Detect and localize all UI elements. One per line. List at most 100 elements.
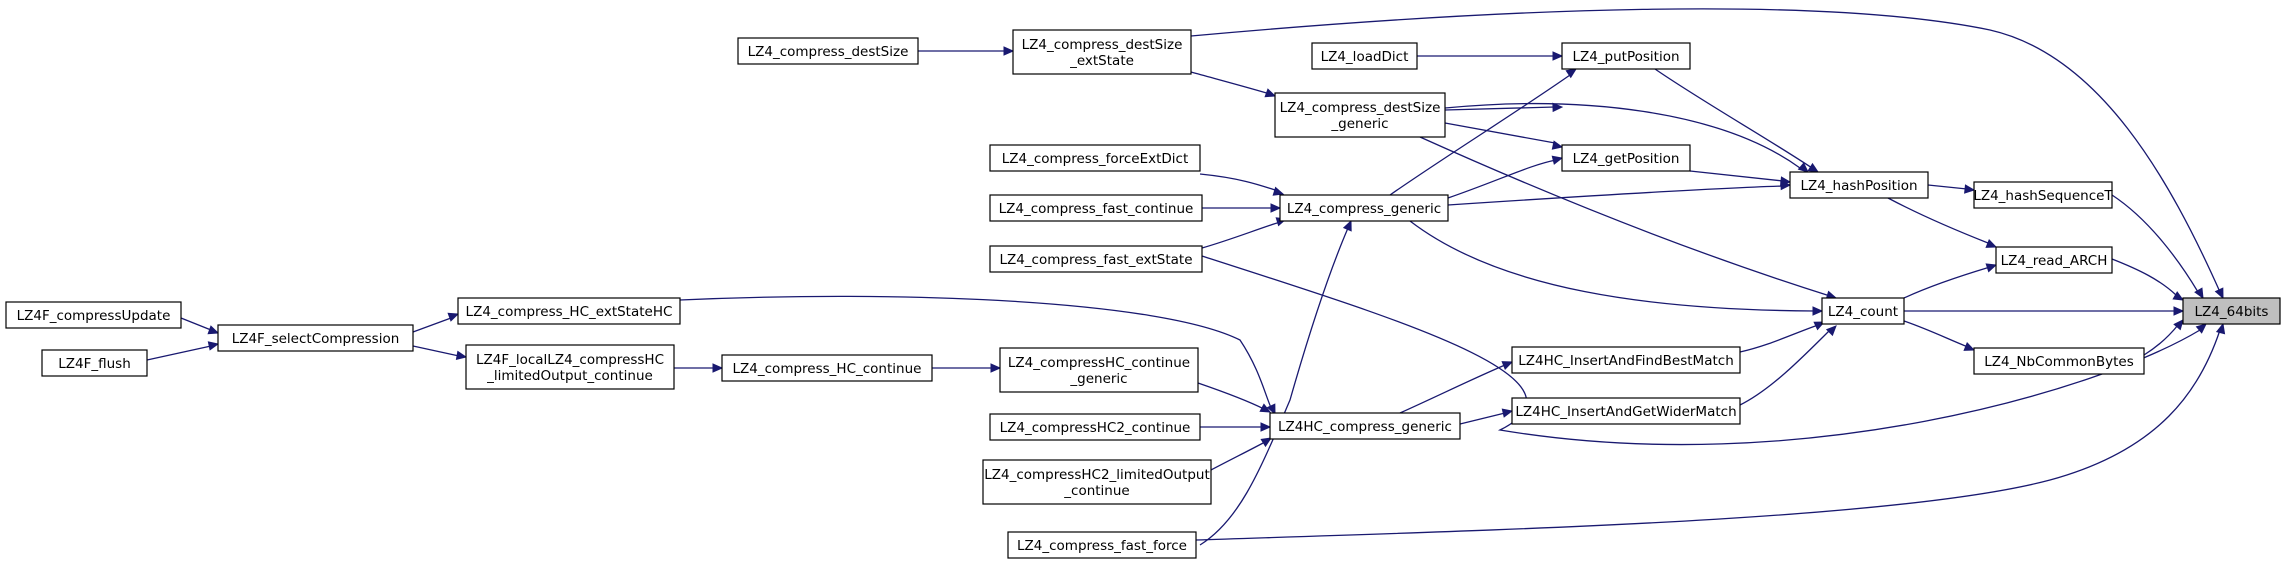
call-edge [1904,306,2185,316]
node-label: LZ4_compressHC2_limitedOutput [984,467,1210,483]
arrowhead-icon [1825,325,1837,337]
node-f-select-compression[interactable]: LZ4F_selectCompression [217,324,414,352]
node-box [1511,346,1741,374]
call-edge [1190,8,2224,300]
node-label: LZ4_compress_HC_extStateHC [466,304,673,320]
node-label: LZ4F_selectCompression [232,331,400,347]
call-graph-edges [146,8,2226,546]
call-edge [674,363,724,373]
node-box [989,245,1203,273]
call-edge [1389,68,1578,196]
call-edge-line [2143,324,2179,356]
node-f-compress-update[interactable]: LZ4F_compressUpdate [5,301,182,329]
arrowhead-icon [1270,203,1282,213]
call-edge [2111,258,2185,301]
node-box [1269,412,1461,440]
arrowhead-icon [1501,361,1514,370]
node-compress-fast-extstate[interactable]: LZ4_compress_fast_extState [989,245,1203,273]
call-edge-line [1201,255,2201,446]
arrowhead-icon [2195,323,2207,334]
node-compress-force-extdict[interactable]: LZ4_compress_forceExtDict [989,144,1201,172]
node-box [989,413,1201,441]
node-box [1821,297,1905,325]
node-label: _extState [1069,53,1134,69]
call-edge-line [146,345,212,361]
node-label: LZ4_64bits [2195,304,2269,320]
node-read-arch[interactable]: LZ4_read_ARCH [1995,246,2113,274]
node-compress-hc-continue[interactable]: LZ4_compress_HC_continue [721,354,933,382]
call-edge-line [1739,329,1831,406]
node-compress-generic[interactable]: LZ4_compress_generic [1279,194,1449,222]
node-compress-destsize-generic[interactable]: LZ4_compress_destSize_generic [1274,92,1446,138]
node-box [1561,144,1691,172]
node-compress-destsize-extstate[interactable]: LZ4_compress_destSize_extState [1012,29,1192,75]
node-box [1274,92,1446,138]
node-label: LZ4_compress_HC_continue [733,361,922,377]
call-edge [1202,203,1282,213]
call-edge-line [180,317,212,331]
call-edge-line [1447,185,1784,206]
call-edge [918,46,1015,56]
node-box [2182,297,2281,325]
call-edge [1739,325,1837,406]
node-label: LZ4_getPosition [1573,151,1680,167]
node-hc-insert-wider[interactable]: LZ4HC_InsertAndGetWiderMatch [1511,397,1741,425]
arrowhead-icon [1551,140,1564,150]
node-nb-common-bytes[interactable]: LZ4_NbCommonBytes [1973,347,2145,375]
call-edge [1903,263,1998,299]
node-put-position[interactable]: LZ4_putPosition [1561,42,1691,70]
call-edge-line [1201,221,1281,249]
node-compresshc2-continue[interactable]: LZ4_compressHC2_continue [989,413,1201,441]
node-label: LZ4_hashPosition [1800,178,1917,194]
node-compress-fast-force[interactable]: LZ4_compress_fast_force [1007,531,1197,559]
node-label: LZ4_compress_fast_extState [999,252,1192,268]
call-edge-line [1389,74,1571,196]
arrowhead-icon [2172,291,2185,301]
node-compress-hc-extstatehc[interactable]: LZ4_compress_HC_extStateHC [457,297,681,325]
arrowhead-icon [1565,68,1578,79]
call-edge [1927,184,1976,194]
node-hash-sequence-t[interactable]: LZ4_hashSequenceT [1973,181,2113,209]
call-edge [1197,382,1272,413]
node-box [1973,181,2113,209]
call-edge-line [2111,258,2177,296]
node-load-dict[interactable]: LZ4_loadDict [1311,42,1418,70]
arrowhead-icon [1264,88,1277,98]
arrowhead-icon [455,350,468,361]
node-label: _continue [1063,483,1129,499]
node-f-flush[interactable]: LZ4F_flush [41,349,148,377]
node-hash-position[interactable]: LZ4_hashPosition [1789,171,1929,199]
node-hc-compress-generic[interactable]: LZ4HC_compress_generic [1269,412,1461,440]
call-edge [1447,180,1792,206]
call-edge-line [1419,136,1831,297]
node-hc-insert-find[interactable]: LZ4HC_InsertAndFindBestMatch [1511,346,1741,374]
node-lz4-count[interactable]: LZ4_count [1821,297,1905,325]
arrowhead-icon [1552,51,1564,61]
call-edge [1199,219,1352,546]
call-edge [412,345,468,361]
node-label: LZ4HC_compress_generic [1278,419,1452,435]
call-edge [1903,320,1976,351]
arrowhead-icon [1985,263,1998,273]
node-box [5,301,182,329]
node-label: LZ4F_localLZ4_compressHC [476,352,664,368]
node-compress-destsize[interactable]: LZ4_compress_destSize [737,37,919,65]
call-edge-line [2111,194,2199,293]
node-f-local-compresshc[interactable]: LZ4F_localLZ4_compressHC_limitedOutput_c… [465,344,675,390]
node-compress-fast-continue[interactable]: LZ4_compress_fast_continue [989,194,1203,222]
call-edge-line [679,295,1273,411]
node-lz4-64bits[interactable]: LZ4_64bits [2182,297,2281,325]
call-edge-line [1459,412,1506,425]
call-edge [412,312,460,333]
node-compresshc-continue-generic[interactable]: LZ4_compressHC_continue_generic [999,347,1199,393]
node-box [737,37,919,65]
node-label: LZ4_compress_destSize [748,44,909,60]
node-compresshc2-limited[interactable]: LZ4_compressHC2_limitedOutput_continue [982,459,1212,505]
call-edge [146,341,220,361]
call-edge [679,295,1276,416]
arrowhead-icon [2215,322,2226,335]
arrowhead-icon [1780,176,1792,186]
node-box [999,347,1199,393]
arrowhead-icon [207,325,220,335]
node-get-position[interactable]: LZ4_getPosition [1561,144,1691,172]
